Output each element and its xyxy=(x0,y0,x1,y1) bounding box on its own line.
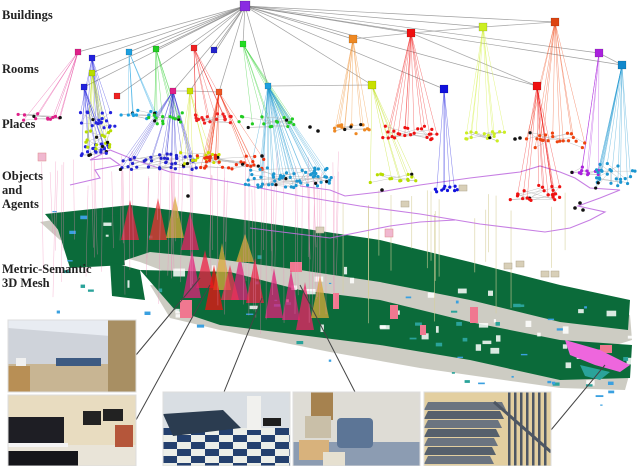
room-node xyxy=(264,82,272,90)
places-layer xyxy=(16,108,587,151)
layer-label-objects-agents: Objects and Agents xyxy=(2,169,43,211)
room-node xyxy=(478,22,488,32)
room-node xyxy=(113,92,121,100)
armchair-corner-photo xyxy=(292,391,421,466)
layer-label-buildings: Buildings xyxy=(2,8,53,22)
room-node xyxy=(215,88,223,96)
room-node xyxy=(239,40,247,48)
room-node xyxy=(74,48,82,56)
room-node xyxy=(550,17,560,27)
room-node xyxy=(169,87,177,95)
music-room-photo xyxy=(7,394,137,466)
room-node xyxy=(210,46,218,54)
room-node xyxy=(125,48,133,56)
rooms-layer xyxy=(74,17,627,100)
room-node xyxy=(348,34,358,44)
room-node xyxy=(617,60,627,70)
layer-label-mesh: Metric-Semantic 3D Mesh xyxy=(2,262,92,290)
room-node xyxy=(367,80,377,90)
building-node xyxy=(239,0,251,12)
building-layer xyxy=(239,0,251,12)
layer-label-places: Places xyxy=(2,117,36,131)
room-node xyxy=(88,69,96,77)
room-node xyxy=(152,45,160,53)
room-node xyxy=(190,44,198,52)
room-node xyxy=(406,28,416,38)
room-node xyxy=(186,87,194,95)
room-node xyxy=(88,54,96,62)
room-node xyxy=(532,81,542,91)
room-node xyxy=(594,48,604,58)
ping-pong-room-photo xyxy=(162,391,291,466)
layer-label-rooms: Rooms xyxy=(2,62,39,76)
room-node xyxy=(80,83,88,91)
lounge-photo xyxy=(7,319,137,393)
objects-layer xyxy=(37,125,637,278)
staircase-photo xyxy=(423,391,552,466)
metric-semantic-mesh xyxy=(40,196,637,408)
room-node xyxy=(439,84,449,94)
